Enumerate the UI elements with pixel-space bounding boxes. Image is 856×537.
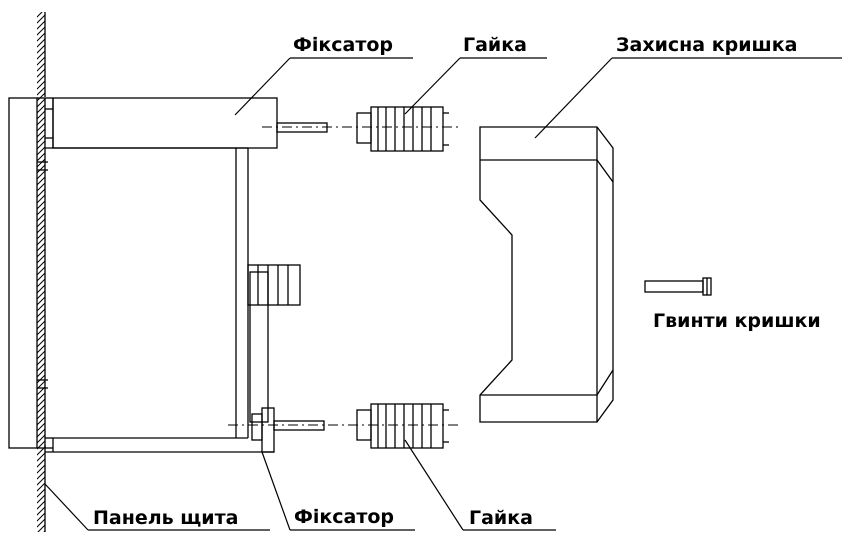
label-fixator-bottom: Фіксатор (294, 506, 394, 528)
protective-cover (479, 126, 614, 423)
panel-wall (37, 12, 46, 532)
label-nut-top: Гайка (463, 34, 527, 56)
axis-lines (228, 126, 460, 426)
rear-connector (247, 264, 301, 423)
label-protective-cover: Захисна кришка (616, 34, 797, 56)
cover-screw (644, 277, 712, 296)
device-body (8, 97, 278, 453)
leader-lines (44, 57, 842, 531)
label-panel: Панель щита (93, 507, 238, 529)
label-fixator-top: Фіксатор (293, 34, 393, 56)
nut-bottom (356, 403, 449, 449)
bottom-fixator (251, 407, 275, 453)
nut-top (356, 106, 449, 152)
label-nut-bottom: Гайка (469, 507, 533, 529)
label-cover-screws: Гвинти кришки (653, 310, 821, 332)
